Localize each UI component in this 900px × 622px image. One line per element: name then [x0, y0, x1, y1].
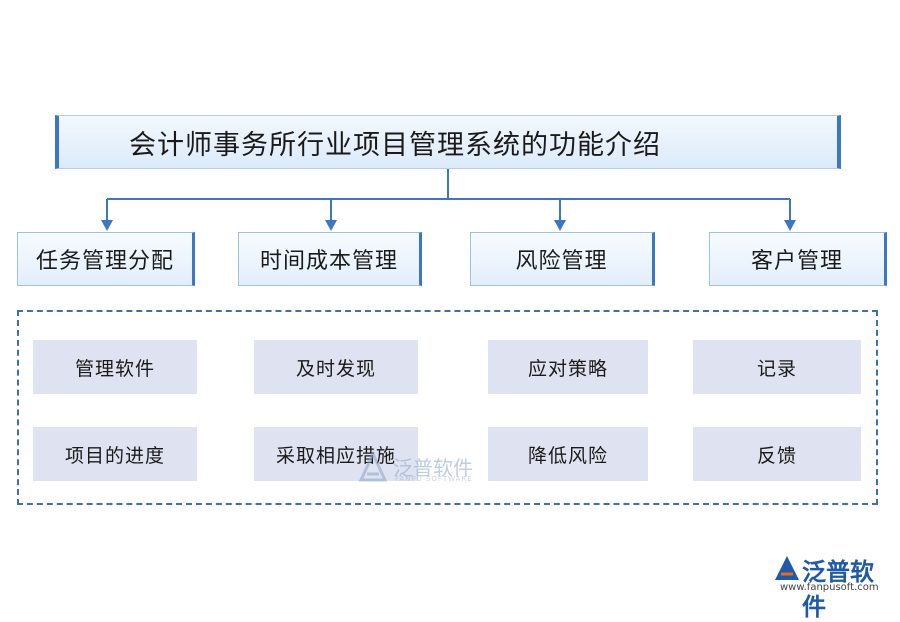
details-frame [17, 310, 878, 505]
brand-logo: 泛普软件 www.fanpusoft.com [766, 550, 896, 621]
fanpu-logo-icon [358, 450, 388, 482]
item-r2-c3: 降低风险 [488, 427, 648, 481]
item-r2-c1: 项目的进度 [33, 427, 197, 481]
connector-lines [101, 169, 796, 231]
item-r1-c3: 应对策略 [488, 340, 648, 394]
arrowhead-2 [325, 220, 337, 231]
brand-logo-icon [775, 556, 799, 580]
item-r2-c4: 反馈 [693, 427, 861, 481]
item-r2-c2: 采取相应措施 [254, 427, 418, 481]
item-r1-c2: 及时发现 [254, 340, 418, 394]
arrowhead-3 [554, 220, 566, 231]
category-risk: 风险管理 [470, 232, 655, 286]
category-time-cost: 时间成本管理 [238, 232, 422, 286]
category-client: 客户管理 [709, 232, 887, 286]
watermark-name: 泛普软件 [393, 456, 473, 480]
arrowhead-4 [784, 220, 796, 231]
page-title: 会计师事务所行业项目管理系统的功能介绍 [129, 129, 661, 161]
item-r1-c1: 管理软件 [33, 340, 197, 394]
watermark: 泛普软件 FANPU SOFTWARE [357, 448, 487, 488]
category-task-allocation: 任务管理分配 [17, 232, 195, 286]
watermark-sub: FANPU SOFTWARE [395, 475, 473, 483]
arrowhead-1 [101, 220, 113, 231]
title-box: 会计师事务所行业项目管理系统的功能介绍 [55, 115, 841, 169]
item-r1-c4: 记录 [693, 340, 861, 394]
brand-url: www.fanpusoft.com [780, 582, 879, 593]
